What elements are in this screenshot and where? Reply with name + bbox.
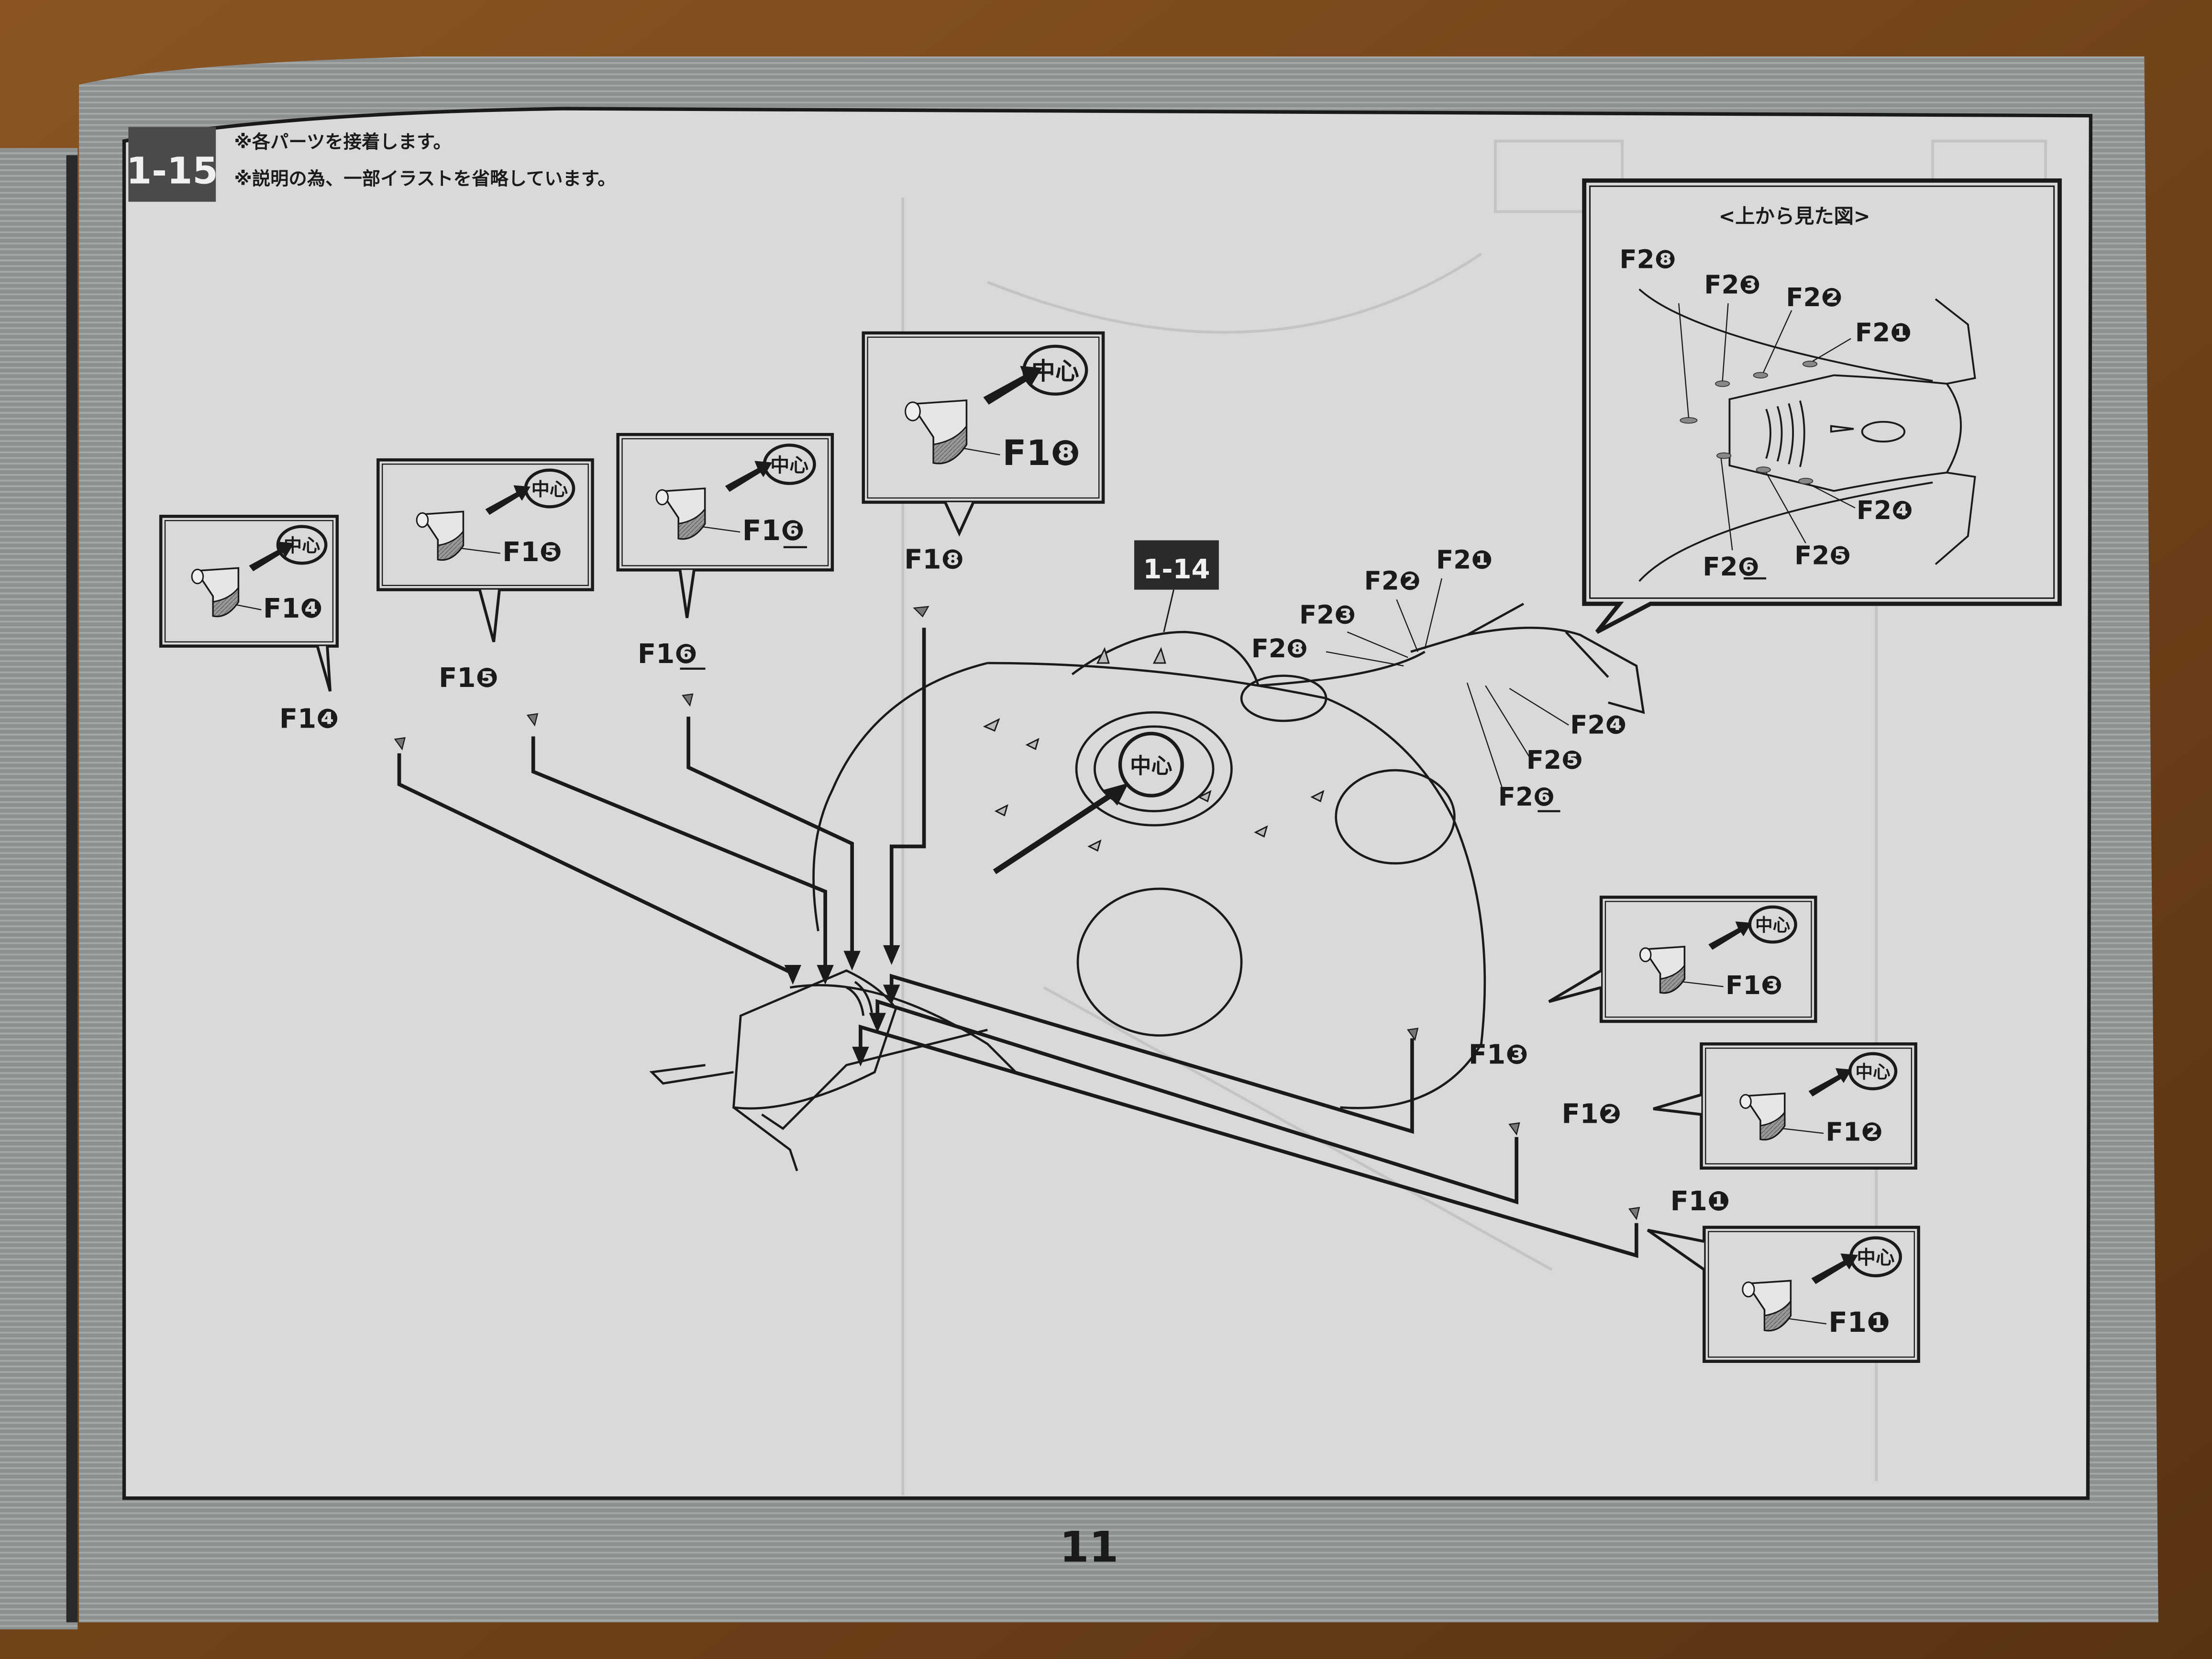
direction-arrow-icon xyxy=(1708,921,1752,950)
top-view-title: <上から見た図> xyxy=(1719,205,1870,228)
center-label: 中心 xyxy=(1755,915,1791,936)
center-label: 中心 xyxy=(1855,1062,1891,1082)
callout-f1-7: 中心 F1❶ xyxy=(1647,1226,1920,1363)
part-shape-icon xyxy=(416,510,465,561)
callout-f1-2: 中心 F1❺ xyxy=(376,458,594,642)
part-shape-icon xyxy=(1739,1092,1786,1141)
callout-f1-3: 中心 F1❻ xyxy=(616,433,834,619)
part-shape-icon xyxy=(1639,946,1686,994)
part-shape-icon xyxy=(655,487,706,540)
top-label-f2-1: F2❶ xyxy=(1855,318,1912,348)
center-marker: 中心 xyxy=(993,731,1184,874)
binding-gutter xyxy=(66,155,78,1623)
ship-illustration xyxy=(649,603,1645,1172)
callout-part-label: F1❺ xyxy=(502,537,562,568)
ship-label-f2-3: F2❸ xyxy=(1299,600,1356,630)
top-view-inset: <上から見た図> F2❽ xyxy=(1582,178,2062,634)
inline-f1-2: F1❷ xyxy=(1562,1098,1622,1129)
part-shape-icon xyxy=(191,567,240,618)
arrow-f1-2 xyxy=(875,999,1518,1205)
center-label: 中心 xyxy=(284,535,321,557)
top-label-f2-5: F2❺ xyxy=(1794,541,1851,571)
reference-step-label: 1-14 xyxy=(1143,554,1210,585)
inline-f1-6: F1❻ xyxy=(638,639,697,670)
ship-f2-labels: F2❶ F2❷ F2❸ F2❽ F2❹ F2❺ F2❻ xyxy=(1251,545,1626,812)
step-number: 1-15 xyxy=(126,150,218,192)
callout-f1-1: 中心 F1❹ xyxy=(159,515,339,692)
arrow-f1-4 xyxy=(397,753,794,975)
part-markers xyxy=(394,606,1640,1220)
top-label-f2-8: F2❽ xyxy=(1619,244,1676,274)
direction-arrow-icon xyxy=(1811,1253,1858,1284)
step-note-1: ※各パーツを接着します。 xyxy=(234,132,452,153)
step-badge: 1-15 xyxy=(126,127,218,202)
arrow-f1-8 xyxy=(889,628,926,954)
part-shape-icon xyxy=(1742,1280,1792,1332)
callout-part-label: F1❶ xyxy=(1828,1306,1890,1338)
center-label: 中心 xyxy=(1857,1247,1894,1269)
direction-arrow-icon xyxy=(485,485,531,515)
callout-part-label: F1❹ xyxy=(263,593,323,624)
assembly-arrowheads xyxy=(784,945,900,1067)
page-number: 11 xyxy=(1060,1523,1118,1572)
callout-part-label: F1❸ xyxy=(1725,970,1782,1000)
callout-f1-6: 中心 F1❷ xyxy=(1653,1042,1917,1170)
assembly-arrows xyxy=(397,628,1638,1258)
center-marker-label: 中心 xyxy=(1130,754,1172,778)
step-note-2: ※説明の為、一部イラストを省略しています。 xyxy=(234,168,616,189)
callout-part-label: F1❻ xyxy=(742,514,805,547)
ship-label-f2-6: F2❻ xyxy=(1498,782,1555,812)
inline-f1-4: F1❹ xyxy=(279,704,339,735)
ship-label-f2-2: F2❷ xyxy=(1364,566,1421,596)
ship-label-f2-4: F2❹ xyxy=(1570,710,1626,740)
callout-boxes: 中心 F1❹ 中心 F1❺ 中心 F1❻ 中心 F1❽ 中心 F1❸ 中心 F1❷ 中心 F1❶ xyxy=(159,331,1920,1363)
left-page-edge xyxy=(0,148,78,1630)
part-shape-icon xyxy=(905,399,968,465)
callout-part-label: F1❽ xyxy=(1003,433,1081,474)
inline-f1-8: F1❽ xyxy=(904,544,964,575)
callout-part-label: F1❷ xyxy=(1825,1117,1882,1147)
inline-part-labels: F1❹ F1❺ F1❻ F1❽ F1❸ F1❷ F1❶ xyxy=(279,544,1730,1217)
arrow-f1-6 xyxy=(686,717,854,960)
top-label-f2-6: F2❻ xyxy=(1703,552,1759,582)
arrow-f1-1 xyxy=(859,1024,1638,1258)
arrow-f1-5 xyxy=(531,736,827,973)
inline-f1-5: F1❺ xyxy=(439,663,498,694)
saucer-fins xyxy=(983,647,1325,852)
top-label-f2-3: F2❸ xyxy=(1704,270,1760,299)
top-label-f2-4: F2❹ xyxy=(1857,496,1913,525)
callout-f1-4: 中心 F1❽ xyxy=(862,331,1105,537)
direction-arrow-icon xyxy=(249,542,294,572)
direction-arrow-icon xyxy=(725,461,773,492)
center-label: 中心 xyxy=(770,454,808,476)
ship-label-f2-8: F2❽ xyxy=(1251,634,1308,664)
callout-f1-5: 中心 F1❸ xyxy=(1548,896,1817,1023)
ship-label-f2-1: F2❶ xyxy=(1436,545,1493,575)
reference-step-badge: 1-14 xyxy=(1134,540,1219,632)
inline-f1-3: F1❸ xyxy=(1469,1040,1528,1071)
direction-arrow-icon xyxy=(983,366,1042,405)
direction-arrow-icon xyxy=(1808,1068,1852,1097)
arrow-f1-3 xyxy=(889,973,1414,1134)
top-label-f2-2: F2❷ xyxy=(1786,283,1842,312)
ship-label-f2-5: F2❺ xyxy=(1526,745,1583,775)
center-label: 中心 xyxy=(1031,357,1079,385)
inline-f1-1: F1❶ xyxy=(1670,1186,1730,1217)
center-label: 中心 xyxy=(531,479,568,500)
